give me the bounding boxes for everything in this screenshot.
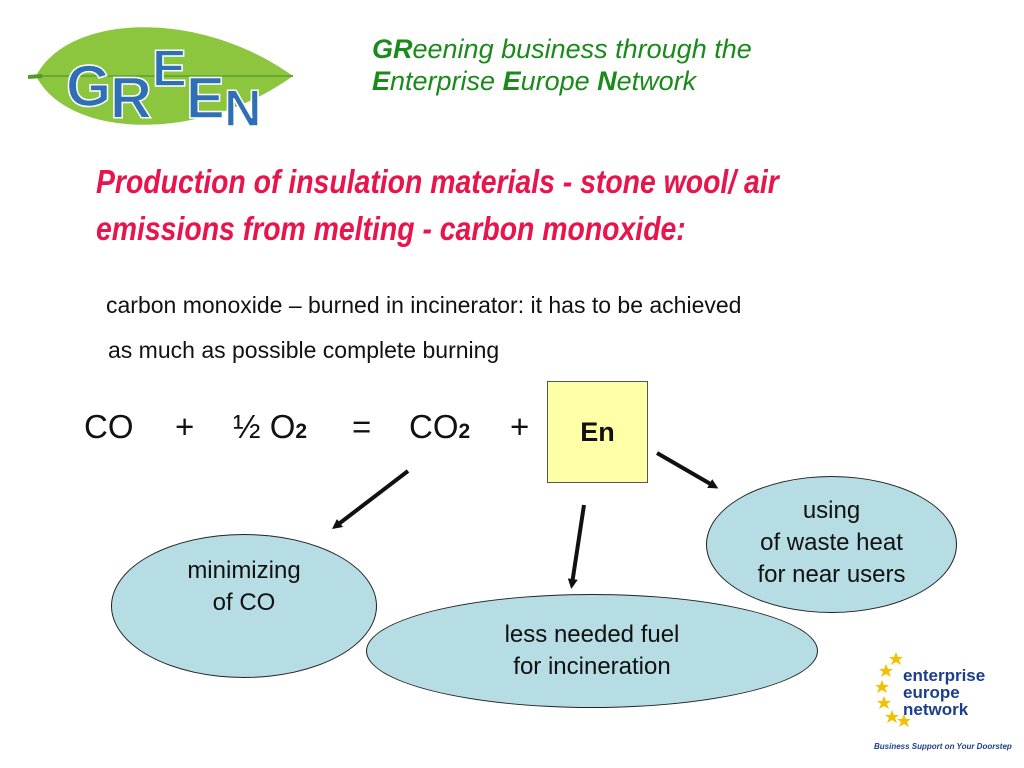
o2-subscript: 2 xyxy=(295,420,308,443)
tagline-line-2: Enterprise Europe Network xyxy=(372,66,697,96)
outcome-waste-heat: using of waste heat for near users xyxy=(706,476,957,613)
logo-letter-r: R xyxy=(110,66,152,131)
equation-half-o2: ½ O2 xyxy=(233,408,308,445)
title-line-1: Production of insulation materials - sto… xyxy=(96,163,779,200)
body-text-line-2: as much as possible complete burning xyxy=(108,337,500,363)
leaf-stem xyxy=(28,74,43,79)
co2-subscript: 2 xyxy=(458,420,471,443)
energy-label: En xyxy=(580,416,615,447)
green-logo: G R E E N xyxy=(28,27,293,139)
tagline-line-1: GReening business through the xyxy=(372,34,752,64)
arrow-to-minimizing xyxy=(332,469,410,530)
logo-letter-n: N xyxy=(224,80,262,138)
energy-box: En xyxy=(547,381,648,483)
equation-co: CO xyxy=(84,408,134,445)
equation-plus-1: + xyxy=(175,408,195,445)
header-tagline: GReening business through the Enterprise… xyxy=(372,33,932,97)
een-stars-icon xyxy=(876,652,910,727)
slide-title: Production of insulation materials - sto… xyxy=(96,158,827,252)
arrow-to-fuel xyxy=(567,504,586,589)
outcome-minimizing-co: minimizing of CO xyxy=(111,534,377,678)
logo-letter-e2: E xyxy=(186,66,225,131)
equation-plus-2: + xyxy=(510,408,530,445)
logo-letter-e1: E xyxy=(152,40,187,98)
equation-co2: CO2 xyxy=(409,408,471,445)
outcome-less-fuel: less needed fuel for incineration xyxy=(366,594,818,708)
equation-equals: = xyxy=(352,408,372,445)
arrow-to-heat xyxy=(655,451,719,489)
een-tagline: Business Support on Your Doorstep xyxy=(874,742,1012,751)
body-text-line-1: carbon monoxide – burned in incinerator:… xyxy=(106,292,742,318)
title-line-2: emissions from melting - carbon monoxide… xyxy=(96,210,686,247)
logo-letter-g: G xyxy=(66,54,111,119)
een-logo-text: enterprise europe network xyxy=(903,666,986,719)
